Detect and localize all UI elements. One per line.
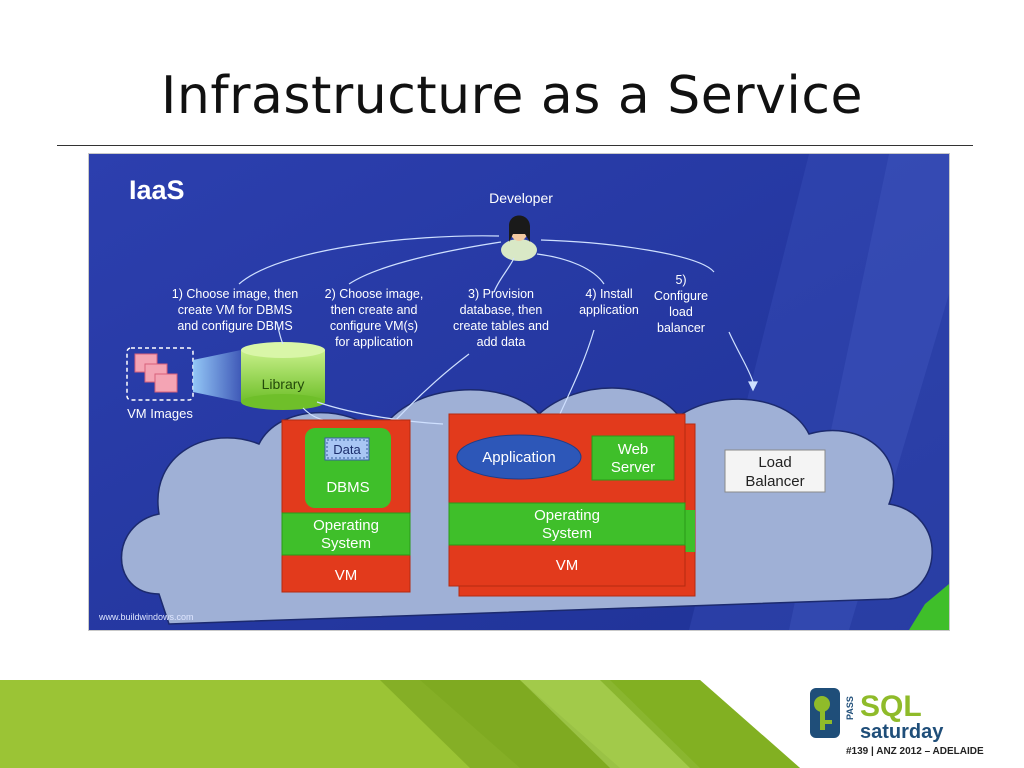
- title-divider: [57, 145, 973, 146]
- step-1-line-2: create VM for DBMS: [178, 303, 293, 317]
- dbms-label: DBMS: [326, 479, 369, 496]
- app-vm-label: VM: [556, 557, 579, 574]
- step-2-line-2: then create and: [331, 303, 418, 317]
- corner-accent: [909, 584, 949, 630]
- sql-saturday-logo-mark: PASS SQL saturday: [810, 688, 944, 743]
- step-3-line-3: create tables and: [453, 319, 549, 333]
- web-server-line-2: Server: [611, 459, 655, 476]
- step-2: 2) Choose image, then create and configu…: [325, 287, 424, 349]
- step-3-line-2: database, then: [460, 303, 543, 317]
- data-icon: [324, 437, 370, 461]
- step-5-line-3: load: [669, 305, 693, 319]
- library-label: Library: [262, 376, 305, 392]
- logo-pass: PASS: [845, 696, 855, 720]
- step-2-line-4: for application: [335, 335, 413, 349]
- dbms-os-box: [281, 512, 411, 556]
- projection-beam: [193, 350, 241, 402]
- iaas-diagram: IaaS Developer 1) Choose image, then cre…: [88, 153, 950, 631]
- step-5: 5) Configure load balancer: [654, 273, 708, 335]
- dbms-os-line-1: Operating: [313, 517, 379, 534]
- footer-band: [0, 680, 1024, 768]
- library-icon: [241, 342, 325, 410]
- sql-saturday-logo: PASS SQL saturday #139 | ANZ 2012 – ADEL…: [808, 686, 984, 764]
- logo-saturday: saturday: [860, 721, 944, 743]
- application-label: Application: [482, 449, 555, 466]
- developer-label: Developer: [489, 190, 553, 206]
- slide-title: Infrastructure as a Service: [161, 66, 863, 126]
- load-balancer-line-1: Load: [758, 454, 791, 471]
- step-5-line-1: 5): [675, 273, 686, 287]
- app-os-line-1: Operating: [534, 507, 600, 524]
- diagram-heading: IaaS: [129, 175, 185, 205]
- step-3-line-4: add data: [477, 335, 526, 349]
- step-5-line-4: balancer: [657, 321, 705, 335]
- data-label: Data: [333, 442, 361, 457]
- step-4-line-2: application: [579, 303, 639, 317]
- load-balancer-line-2: Balancer: [745, 473, 804, 490]
- step-1-line-1: 1) Choose image, then: [172, 287, 299, 301]
- logo-sql: SQL: [860, 690, 922, 723]
- dbms-os-line-2: System: [321, 535, 371, 552]
- developer-icon: [501, 215, 537, 261]
- step-5-line-2: Configure: [654, 289, 708, 303]
- vm-images-label: VM Images: [127, 406, 193, 421]
- web-server-box: [591, 435, 675, 481]
- app-os-box: [448, 502, 686, 546]
- step-4: 4) Install application: [579, 287, 639, 317]
- web-server-line-1: Web: [618, 441, 649, 458]
- app-os-line-2: System: [542, 525, 592, 542]
- vm-images-icon: [126, 347, 194, 401]
- iaas-diagram-svg: IaaS Developer 1) Choose image, then cre…: [89, 154, 949, 630]
- step-1-line-3: and configure DBMS: [177, 319, 292, 333]
- step-2-line-3: configure VM(s): [330, 319, 418, 333]
- load-balancer-box: [724, 449, 826, 493]
- flow-arcs: [238, 235, 758, 392]
- step-1: 1) Choose image, then create VM for DBMS…: [172, 287, 299, 333]
- step-3-line-1: 3) Provision: [468, 287, 534, 301]
- logo-tagline: #139 | ANZ 2012 – ADELAIDE: [846, 746, 984, 757]
- step-4-line-1: 4) Install: [585, 287, 632, 301]
- step-3: 3) Provision database, then create table…: [453, 287, 549, 349]
- dbms-vm-label: VM: [335, 567, 358, 584]
- source-url: www.buildwindows.com: [98, 612, 194, 622]
- step-2-line-1: 2) Choose image,: [325, 287, 424, 301]
- application-box: [456, 434, 582, 480]
